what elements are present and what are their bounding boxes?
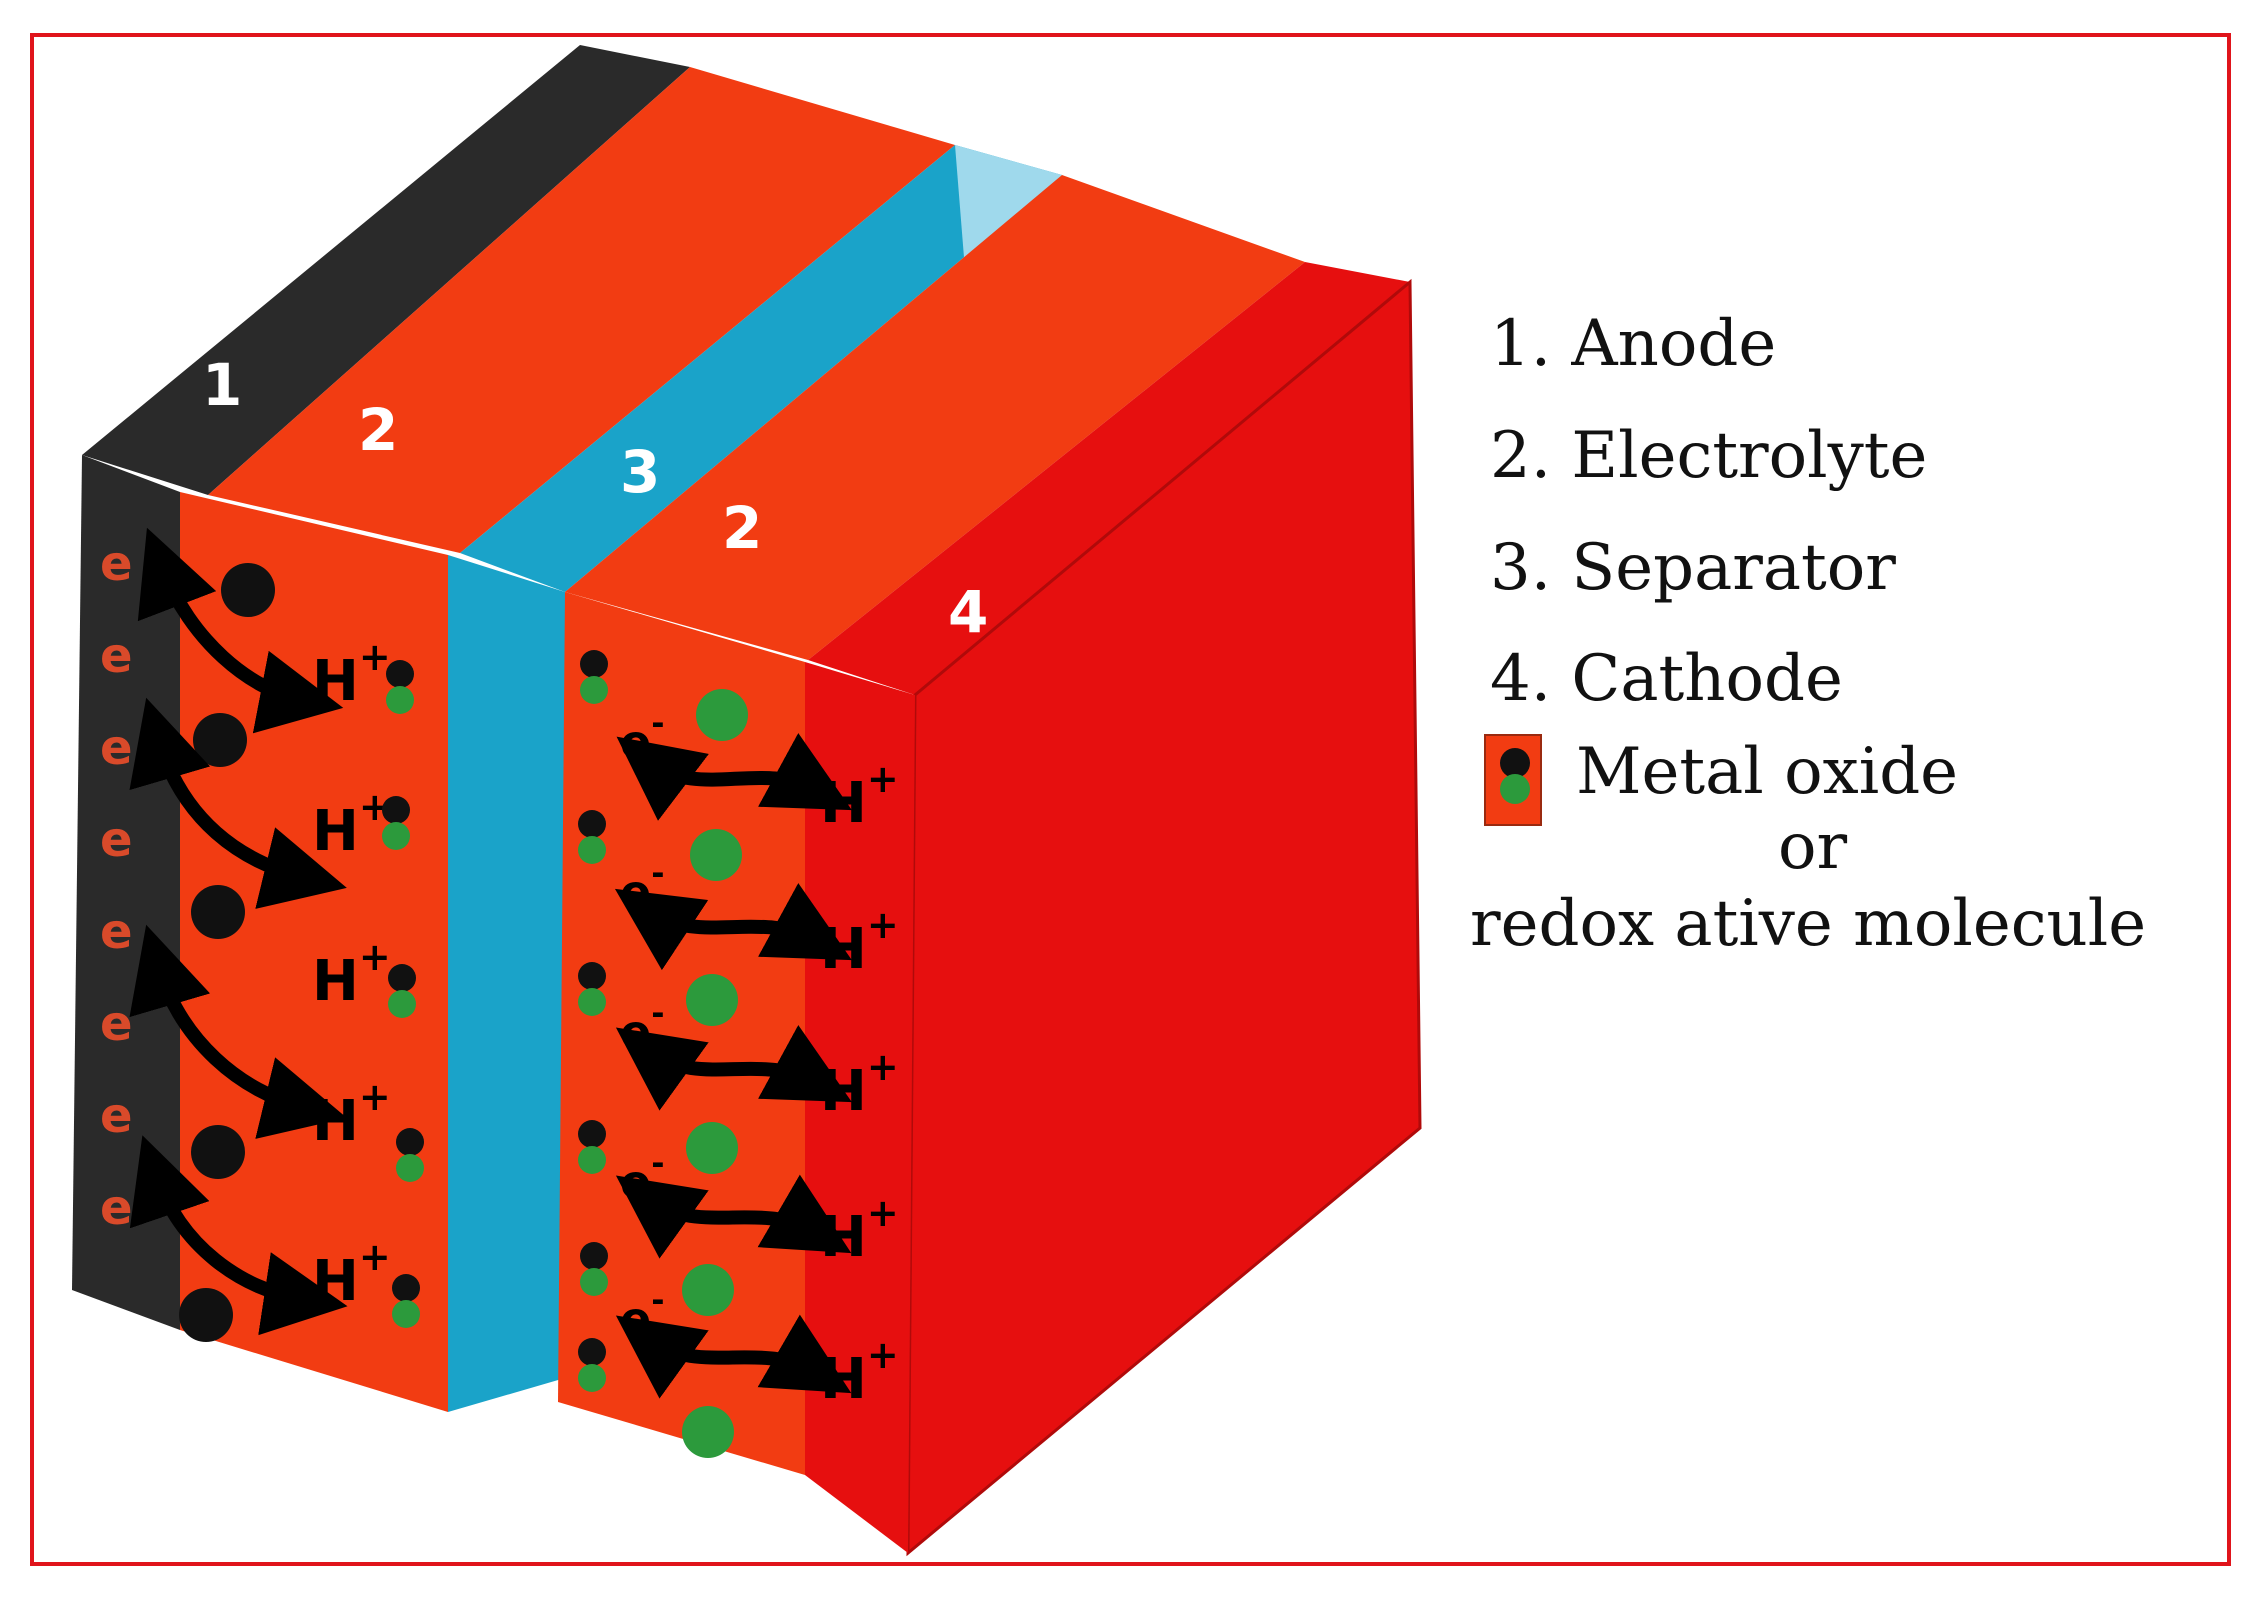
curved-double-arrow-icon <box>615 1314 852 1399</box>
right-electrolyte-metal-oxide-particles <box>578 650 608 1392</box>
curved-double-arrow-icon <box>129 697 347 909</box>
anode-electron: e <box>100 904 133 960</box>
green-sphere-icon <box>696 689 748 741</box>
metal-oxide-swatch-icon <box>1484 734 1542 826</box>
black-sphere-icon <box>179 1288 233 1342</box>
proton-label: H+ <box>820 1191 899 1270</box>
separator-front-face <box>448 555 565 1412</box>
green-sphere-icon <box>686 1122 738 1174</box>
right-electrolyte-arrows <box>614 733 852 1399</box>
left-electrolyte-protons: H+ H+ H+ H+ H+ <box>312 635 391 1314</box>
metal-oxide-particle-icon <box>578 1120 606 1174</box>
black-sphere-icon <box>193 713 247 767</box>
green-sphere-icon <box>690 829 742 881</box>
curved-double-arrow-icon <box>614 883 852 971</box>
green-sphere-icon <box>682 1264 734 1316</box>
anode-electron-column: e e e e e e e e <box>100 536 133 1236</box>
cathode-protons: H+ H+ H+ H+ H+ <box>820 757 899 1412</box>
black-sphere-icon <box>221 563 275 617</box>
left-electrolyte-arrows <box>129 527 348 1336</box>
cathode-number-label: 4 <box>948 578 988 646</box>
legend-or-label: or <box>1778 810 1848 884</box>
anode-electron: e <box>100 996 133 1052</box>
anode-electron: e <box>100 1088 133 1144</box>
legend-item-separator: 3. Separator <box>1490 531 1896 605</box>
black-sphere-icon <box>1500 748 1530 778</box>
black-sphere-icon <box>191 1125 245 1179</box>
right-electrolyte-green-spheres <box>682 689 748 1458</box>
proton-label: H+ <box>312 1235 391 1314</box>
legend-metal-oxide-label: Metal oxide <box>1576 735 1959 809</box>
black-sphere-icon <box>191 885 245 939</box>
proton-label: H+ <box>820 903 899 982</box>
metal-oxide-particle-icon <box>382 796 410 850</box>
electrolyte-right-number-label: 2 <box>722 494 762 562</box>
green-sphere-icon <box>1500 774 1530 804</box>
anode-number-label: 1 <box>202 351 242 419</box>
anode-electron: e <box>100 720 133 776</box>
proton-label: H+ <box>820 1045 899 1124</box>
metal-oxide-particle-icon <box>580 1242 608 1296</box>
curved-double-arrow-icon <box>616 733 852 821</box>
separator-number-label: 3 <box>620 438 660 506</box>
curved-double-arrow-icon <box>137 527 344 734</box>
metal-oxide-particle-icon <box>578 962 606 1016</box>
green-sphere-icon <box>682 1406 734 1458</box>
cathode-top-face <box>808 262 1410 695</box>
separator-top-notch <box>955 145 1062 270</box>
metal-oxide-particle-icon <box>386 660 414 714</box>
anode-top-face <box>82 45 690 495</box>
legend-redox-label: redox ative molecule <box>1470 887 2147 961</box>
left-electrolyte-metal-oxide-particles <box>382 660 424 1328</box>
proton-label: H+ <box>312 635 391 714</box>
green-sphere-icon <box>686 974 738 1026</box>
curved-double-arrow-icon <box>129 1135 348 1336</box>
curved-double-arrow-icon <box>615 1174 852 1259</box>
proton-label: H+ <box>312 1075 391 1154</box>
metal-oxide-particle-icon <box>580 650 608 704</box>
proton-label: H+ <box>312 935 391 1014</box>
metal-oxide-particle-icon <box>388 964 416 1018</box>
legend-item-cathode: 4. Cathode <box>1490 642 1843 716</box>
curved-double-arrow-icon <box>615 1025 852 1111</box>
metal-oxide-particle-icon <box>578 1338 606 1392</box>
anode-electron: e <box>100 1180 133 1236</box>
metal-oxide-particle-icon <box>578 810 606 864</box>
proton-label: H+ <box>820 757 899 836</box>
electrolyte-right-top-face <box>565 175 1305 660</box>
metal-oxide-particle-icon <box>396 1128 424 1182</box>
separator-top-face <box>460 145 1062 592</box>
proton-label: H+ <box>312 785 391 864</box>
electrolyte-left-top-face <box>208 67 955 553</box>
anode-electron: e <box>100 628 133 684</box>
curved-double-arrow-icon <box>129 924 347 1139</box>
supercapacitor-diagram: 1 2 3 2 4 e e e e e e e e H+ H+ H+ H+ H+ <box>72 45 1422 1557</box>
anode-electron: e <box>100 536 133 592</box>
proton-label: H+ <box>820 1333 899 1412</box>
legend-item-anode: 1. Anode <box>1490 307 1777 381</box>
electrolyte-left-number-label: 2 <box>358 396 398 464</box>
anode-electron: e <box>100 812 133 868</box>
metal-oxide-particle-icon <box>392 1274 420 1328</box>
legend-item-electrolyte: 2. Electrolyte <box>1490 419 1928 493</box>
